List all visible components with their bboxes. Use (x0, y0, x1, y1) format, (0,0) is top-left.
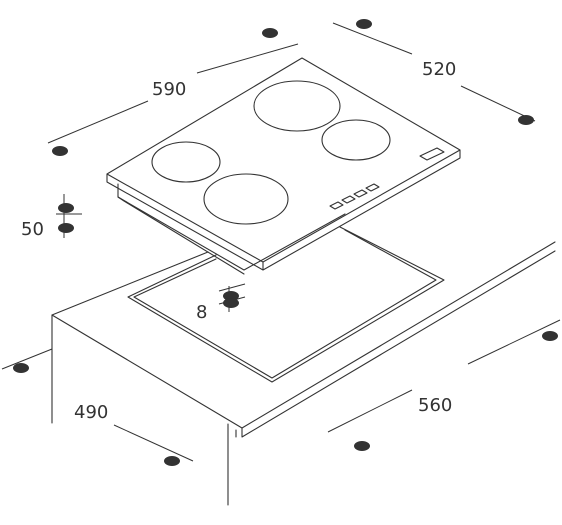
hob-body-lower (117, 196, 245, 275)
dimension-cutout-width: 560 (327, 319, 561, 451)
control-button-1 (329, 201, 344, 210)
dim-marker-8-top (223, 291, 239, 301)
cutout-opening (127, 226, 445, 383)
dim-line-520 (332, 22, 536, 122)
dim-label-520: 520 (422, 59, 456, 80)
worktop-support-lines (227, 423, 237, 506)
dimension-hob-depth: 520 (332, 19, 536, 125)
cooking-zone-front-small (151, 141, 221, 183)
hob-body (117, 183, 346, 271)
control-button-3 (353, 189, 368, 198)
dim-marker-490-left (13, 363, 29, 373)
dim-line-590 (47, 43, 299, 144)
control-button-4 (365, 183, 380, 192)
dim-label-590: 590 (152, 79, 186, 100)
cooking-zone-rear-small (321, 119, 391, 161)
dim-marker-590-left (52, 146, 68, 156)
dimension-hob-width: 590 (47, 28, 299, 156)
dim-marker-560-right (542, 331, 558, 341)
dim-marker-490-right (164, 456, 180, 466)
dim-marker-8-bottom (223, 298, 239, 308)
hob (106, 57, 461, 275)
control-buttons (329, 183, 380, 210)
cooking-zone-front-large (203, 173, 289, 225)
dimension-worktop-offset: 8 (196, 283, 246, 323)
dim-marker-590-right (262, 28, 278, 38)
dim-marker-520-top (356, 19, 372, 29)
control-button-2 (341, 195, 356, 204)
dimension-cutout-depth: 490 (1, 348, 194, 466)
cutout-inner-edge (133, 229, 437, 379)
dim-label-8: 8 (196, 302, 207, 323)
dim-line-560 (327, 319, 561, 433)
dim-label-560: 560 (418, 395, 452, 416)
cutout-outline (127, 226, 445, 383)
dim-marker-50-bottom (58, 223, 74, 233)
dim-marker-520-bottom (518, 115, 534, 125)
worktop-front-edge (51, 250, 556, 438)
dim-line-490 (1, 348, 194, 462)
dim-marker-50-top (58, 203, 74, 213)
dim-label-490: 490 (74, 402, 108, 423)
hob-front-edge (106, 149, 461, 271)
cooking-zone-rear-large (253, 80, 341, 132)
dim-marker-560-left (354, 441, 370, 451)
dimension-hob-height: 50 (21, 194, 82, 240)
display-window (419, 147, 445, 161)
dim-label-50: 50 (21, 219, 44, 240)
worktop (51, 241, 556, 506)
